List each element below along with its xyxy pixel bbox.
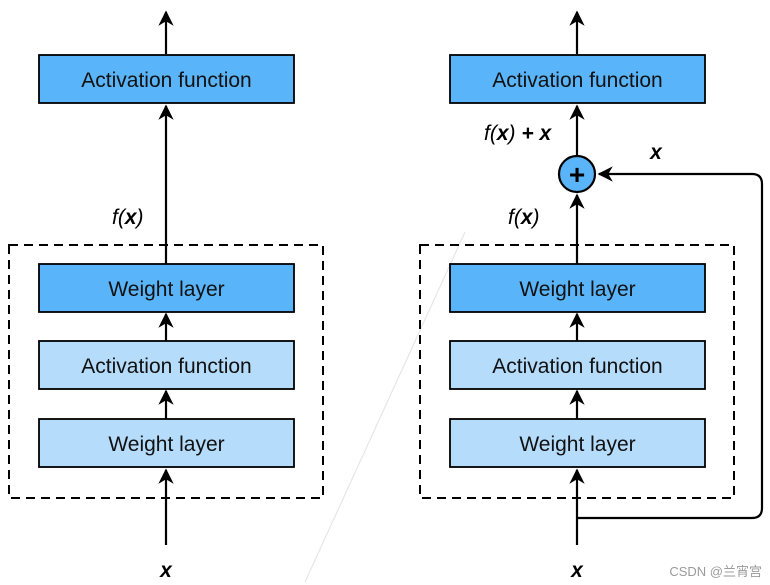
right-sum-label: f(x) + x	[484, 122, 552, 145]
right-output-activation-label: Activation function	[492, 69, 662, 92]
right-sum-x2: x	[538, 122, 552, 145]
right-weight-layer-bottom-label: Weight layer	[519, 433, 635, 456]
right-skip-x-label: x	[649, 141, 663, 164]
plus-circle-icon	[557, 154, 597, 194]
left-output-activation-box: Activation function	[38, 54, 295, 104]
left-inner-activation-box: Activation function	[38, 340, 295, 390]
faint-diagonal-line	[304, 231, 466, 583]
right-skip-connection	[577, 166, 764, 520]
plus-symbol: +	[569, 159, 585, 190]
right-sum-plus: +	[521, 122, 533, 145]
csdn-watermark: CSDN @兰宵宫	[669, 564, 762, 579]
left-weight-layer-top-box: Weight layer	[38, 263, 295, 313]
left-input-x-label: x	[159, 559, 173, 582]
right-weight-layer-bottom-box: Weight layer	[449, 418, 706, 468]
right-fx-x: x	[520, 206, 534, 229]
left-weight-layer-bottom-box: Weight layer	[38, 418, 295, 468]
right-weight-layer-top-label: Weight layer	[519, 278, 635, 301]
left-fx-x: x	[124, 206, 138, 229]
right-sum-f: f	[484, 122, 492, 145]
left-block: Activation function f(x) Weight layer Ac…	[8, 10, 324, 582]
left-inner-activation-label: Activation function	[81, 355, 251, 378]
right-output-activation-box: Activation function	[449, 54, 706, 104]
right-input-x-label: x	[570, 559, 584, 582]
right-block: Activation function f(x) + x + x f(x) We…	[419, 10, 764, 582]
left-fx-label: f(x)	[112, 206, 144, 229]
right-sum-x: x	[496, 122, 510, 145]
right-plus-node: +	[557, 154, 597, 194]
right-inner-activation-label: Activation function	[492, 355, 662, 378]
right-weight-layer-top-box: Weight layer	[449, 263, 706, 313]
left-fx-f: f	[112, 206, 120, 229]
right-inner-activation-box: Activation function	[449, 340, 706, 390]
right-fx-label: f(x)	[508, 206, 540, 229]
right-fx-f: f	[508, 206, 516, 229]
left-weight-layer-top-label: Weight layer	[108, 278, 224, 301]
left-output-activation-label: Activation function	[81, 69, 251, 92]
left-weight-layer-bottom-label: Weight layer	[108, 433, 224, 456]
